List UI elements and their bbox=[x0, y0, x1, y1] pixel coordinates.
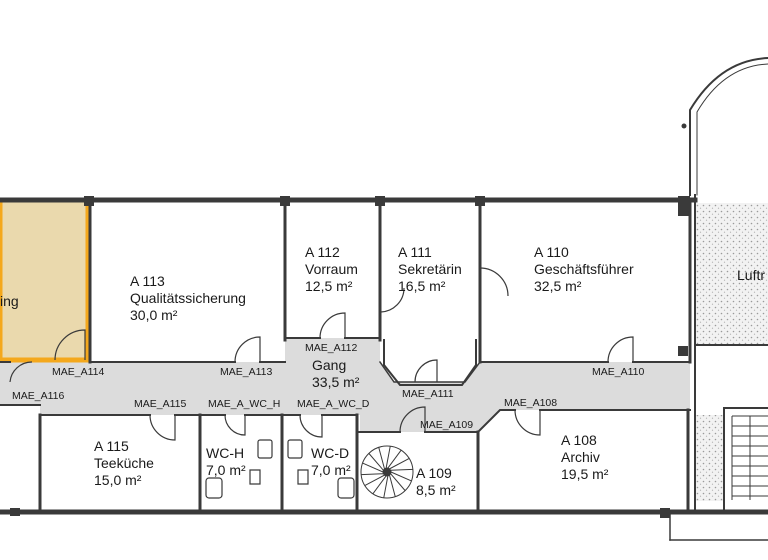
room-area: 32,5 m² bbox=[534, 278, 582, 294]
room-area: 30,0 m² bbox=[130, 307, 178, 323]
room-label-a111: A 111 Sekretärin 16,5 m² bbox=[398, 244, 462, 295]
room-name: WC-D bbox=[311, 445, 350, 461]
room-area: 12,5 m² bbox=[305, 278, 353, 294]
air-space-hatch bbox=[695, 203, 768, 345]
door-label: MAE_A_WC_D bbox=[297, 398, 370, 410]
highlighted-room[interactable] bbox=[0, 197, 91, 363]
room-area: 15,0 m² bbox=[94, 472, 142, 488]
stair-step bbox=[361, 473, 384, 476]
stair-step bbox=[383, 475, 389, 498]
door-swings bbox=[9, 267, 634, 441]
room-name: Vorraum bbox=[305, 261, 358, 277]
room-area: 8,5 m² bbox=[416, 482, 456, 498]
room-name: Teeküche bbox=[94, 455, 154, 471]
room-label-gang: Gang 33,5 m² bbox=[312, 357, 359, 391]
door-label: MAE_A113 bbox=[220, 366, 273, 378]
room-label-a112: A 112 Vorraum 12,5 m² bbox=[305, 244, 358, 295]
room-number: A 109 bbox=[416, 465, 452, 481]
wc-fixtures bbox=[205, 439, 355, 499]
room-label-a113: A 113 Qualitätssicherung 30,0 m² bbox=[130, 273, 246, 324]
spiral-stair bbox=[360, 445, 414, 499]
columns bbox=[10, 123, 690, 518]
room-area: 7,0 m² bbox=[206, 462, 246, 478]
room-name: ing bbox=[0, 293, 19, 309]
door-label: MAE_A115 bbox=[134, 398, 187, 410]
door-label: MAE_A116 bbox=[12, 390, 65, 402]
room-label-a109: A 109 8,5 m² bbox=[416, 465, 456, 499]
room-number: A 113 bbox=[130, 273, 165, 289]
straight-stair bbox=[731, 415, 768, 500]
stair-step bbox=[390, 473, 406, 491]
room-label-luft: Luftr bbox=[737, 267, 765, 284]
room-name: Gang bbox=[312, 357, 347, 373]
room-name: Geschäftsführer bbox=[534, 261, 634, 277]
shaft-hatch bbox=[694, 415, 724, 501]
stair-step bbox=[387, 449, 402, 469]
room-number: A 111 bbox=[398, 244, 432, 260]
stair-step bbox=[378, 447, 385, 470]
room-area: 33,5 m² bbox=[312, 374, 360, 390]
door-label: MAE_A112 bbox=[305, 342, 358, 354]
stair-step bbox=[390, 471, 412, 482]
room-name: Qualitätssicherung bbox=[130, 290, 246, 306]
stair-step bbox=[389, 458, 410, 470]
door-label: MAE_A108 bbox=[504, 397, 558, 409]
room-number: A 110 bbox=[534, 244, 569, 260]
stair-step bbox=[368, 453, 384, 471]
room-label-a115: A 115 Teeküche 15,0 m² bbox=[94, 438, 154, 489]
stair-step bbox=[372, 475, 387, 495]
door-label: MAE_A_WC_H bbox=[208, 398, 281, 410]
room-name: Sekretärin bbox=[398, 261, 462, 277]
room-label-a110: A 110 Geschäftsführer 32,5 m² bbox=[534, 244, 634, 295]
room-area: 16,5 m² bbox=[398, 278, 446, 294]
door-label: MAE_A110 bbox=[592, 366, 645, 378]
room-name: Archiv bbox=[561, 449, 600, 465]
room-label-a108: A 108 Archiv 19,5 m² bbox=[561, 432, 608, 483]
corridor-floor bbox=[0, 338, 690, 432]
room-number: A 112 bbox=[305, 244, 340, 260]
room-area: 7,0 m² bbox=[311, 462, 351, 478]
room-name: WC-H bbox=[206, 445, 245, 461]
stair-step bbox=[389, 474, 396, 497]
room-label-wch: WC-H 7,0 m² bbox=[206, 445, 246, 479]
room-label-wcd: WC-D 7,0 m² bbox=[311, 445, 351, 479]
door-label: MAE_A109 bbox=[420, 419, 474, 431]
door-label: MAE_A111 bbox=[402, 388, 454, 400]
room-number: A 115 bbox=[94, 438, 129, 454]
room-name: Luftr bbox=[737, 267, 766, 283]
stair-step bbox=[390, 468, 413, 471]
stair-step bbox=[385, 446, 391, 469]
door-label: MAE_A114 bbox=[52, 366, 105, 378]
room-number: A 108 bbox=[561, 432, 597, 448]
room-label-highlighted: ing bbox=[0, 293, 19, 310]
stair-step bbox=[362, 462, 384, 473]
stair-step bbox=[364, 474, 385, 486]
room-area: 19,5 m² bbox=[561, 466, 609, 482]
